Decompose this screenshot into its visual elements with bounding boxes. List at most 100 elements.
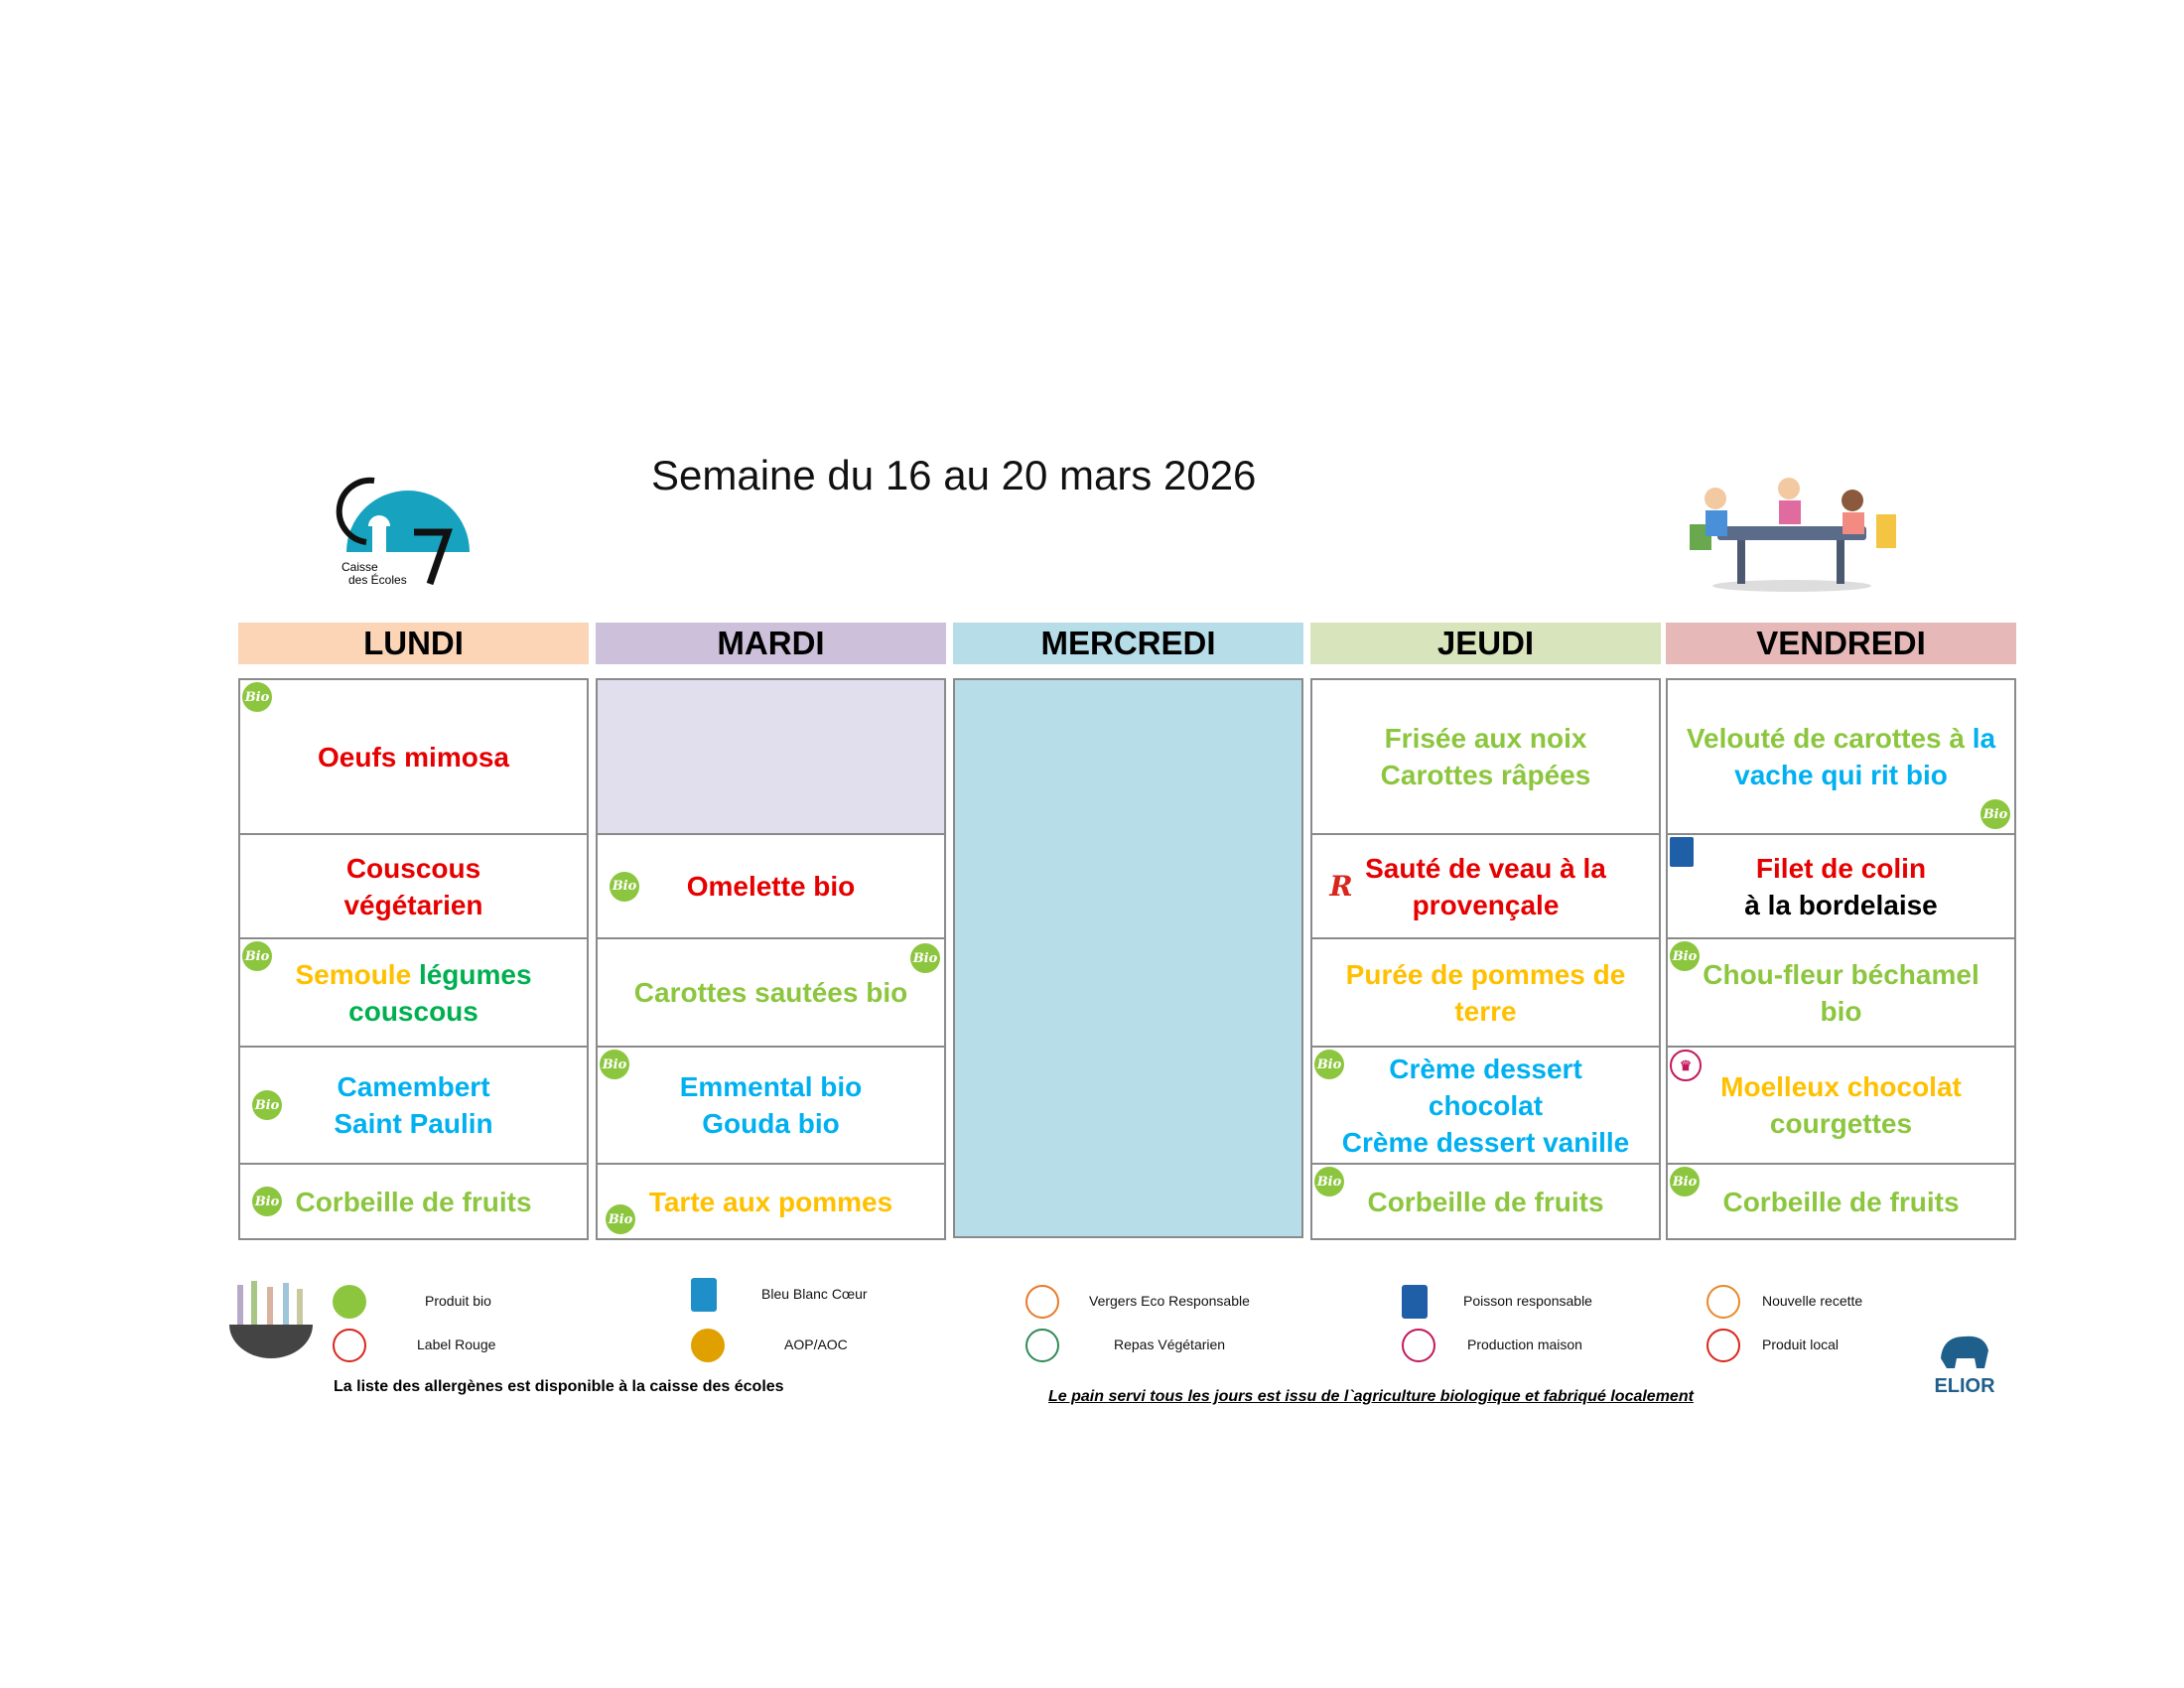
bio-icon: Bio [1670, 941, 1700, 971]
bleu-blanc-coeur-icon [691, 1278, 717, 1312]
dish-line: Carottes sautées bio [634, 974, 907, 1011]
menu-cell-lundi-1: Couscous végétarien [238, 833, 589, 939]
production-maison-icon: ♛ [1670, 1050, 1702, 1081]
dish-line: à la bordelaise [1744, 887, 1938, 923]
day-header-mercredi: MERCREDI [953, 623, 1303, 664]
day-header-jeudi: JEUDI [1310, 623, 1661, 664]
bio-icon: Bio [1670, 1167, 1700, 1196]
dish-line: Gouda bio [702, 1105, 839, 1142]
legend-label: AOP/AOC [784, 1336, 848, 1352]
day-header-vendredi: VENDREDI [1666, 623, 2016, 664]
legend-label: Nouvelle recette [1762, 1293, 1863, 1309]
dish-line: Crème dessert vanille [1342, 1124, 1630, 1161]
elior-logo: ELIOR [1930, 1329, 1999, 1400]
dish-line: Omelette bio [687, 868, 856, 905]
dish-text: courgettes [1769, 1108, 1913, 1139]
dish-text: végétarien [343, 889, 483, 920]
poisson-responsable-icon [1670, 837, 1694, 867]
dish-line: Carottes râpées [1381, 757, 1591, 793]
production-maison-icon [1402, 1329, 1435, 1362]
bio-icon: Bio [242, 682, 272, 712]
dish-text: Emmental bio [679, 1071, 863, 1102]
children-eating-illustration [1678, 475, 1906, 594]
dish-line: Saint Paulin [334, 1105, 492, 1142]
dish-line: Corbeille de fruits [295, 1184, 531, 1220]
legend-label: Produit local [1762, 1336, 1840, 1352]
wednesday-no-service-cell [953, 678, 1303, 1238]
dish-line: Velouté de carottes à la [1687, 720, 1995, 757]
legend-label: Production maison [1467, 1336, 1582, 1352]
label-rouge-icon [333, 1329, 366, 1362]
dish-text: Velouté de carottes à [1686, 723, 1973, 754]
dish-line: Purée de pommes de [1346, 956, 1626, 993]
bio-icon: Bio [242, 941, 272, 971]
dish-line: bio [1821, 993, 1862, 1030]
dish-text: à la bordelaise [1744, 889, 1938, 920]
legend-label: Label Rouge [417, 1336, 496, 1352]
vergers-eco-responsable-icon [1025, 1285, 1059, 1319]
dish-line: vache qui rit bio [1734, 757, 1948, 793]
dish-text: vache qui rit bio [1734, 760, 1948, 790]
dish-text: Crème dessert vanille [1341, 1126, 1630, 1158]
dish-text: Tarte aux pommes [648, 1186, 893, 1217]
dish-text: Chou-fleur béchamel [1703, 958, 1979, 990]
dish-text: Couscous [345, 852, 481, 884]
dish-line: Semoule légumes [295, 956, 531, 993]
day-header-lundi: LUNDI [238, 623, 589, 664]
dish-text: Corbeille de fruits [295, 1186, 532, 1217]
dish-line: Oeufs mimosa [318, 739, 509, 775]
dish-line: Tarte aux pommes [649, 1184, 892, 1220]
dish-text: Gouda bio [702, 1108, 840, 1139]
dish-text: Corbeille de fruits [1367, 1186, 1604, 1217]
dish-text: Purée de pommes de [1345, 958, 1626, 990]
dish-text: bio [1820, 995, 1862, 1027]
dish-text: chocolat [1428, 1089, 1544, 1121]
dish-text: Sauté de veau à la [1365, 852, 1606, 884]
bio-icon [333, 1285, 366, 1319]
caisse-des-ecoles-logo: Caisse des Écoles [327, 473, 485, 592]
bio-icon: Bio [910, 943, 940, 973]
dish-line: Frisée aux noix [1385, 720, 1587, 757]
dish-text: Frisée aux noix [1384, 723, 1587, 754]
nouvelle-recette-icon [1706, 1285, 1740, 1319]
bio-icon: Bio [600, 1050, 629, 1079]
menu-cell-vendredi-3: ♛ Moelleux chocolat courgettes [1666, 1046, 2016, 1165]
menu-cell-mardi-0 [596, 678, 946, 835]
dish-text: Moelleux chocolat [1720, 1071, 1962, 1102]
bio-icon: Bio [1314, 1167, 1344, 1196]
dish-line: Emmental bio [680, 1068, 863, 1105]
dish-text: couscous [348, 995, 478, 1027]
dish-line: chocolat [1429, 1087, 1543, 1124]
aop-aoc-icon [691, 1329, 725, 1362]
dish-line: provençale [1413, 887, 1560, 923]
des-idees-plein-la-cantine-logo [229, 1281, 313, 1358]
dish-text: Camembert [337, 1071, 490, 1102]
page-title: Semaine du 16 au 20 mars 2026 [651, 452, 1257, 498]
dish-line: Corbeille de fruits [1722, 1184, 1959, 1220]
bio-icon: Bio [1314, 1050, 1344, 1079]
logo-text-2: des Écoles [348, 573, 407, 587]
dish-text: Corbeille de fruits [1722, 1186, 1960, 1217]
label-rouge-icon: R [1329, 870, 1353, 903]
dish-line: Camembert [337, 1068, 489, 1105]
dish-text: légumes [418, 958, 532, 990]
dish-text: Saint Paulin [334, 1108, 493, 1139]
produit-local-icon [1706, 1329, 1740, 1362]
poisson-responsable-icon [1402, 1285, 1428, 1319]
dish-line: végétarien [343, 887, 482, 923]
bio-icon: Bio [252, 1090, 282, 1120]
dish-text: Carottes sautées bio [633, 977, 908, 1008]
